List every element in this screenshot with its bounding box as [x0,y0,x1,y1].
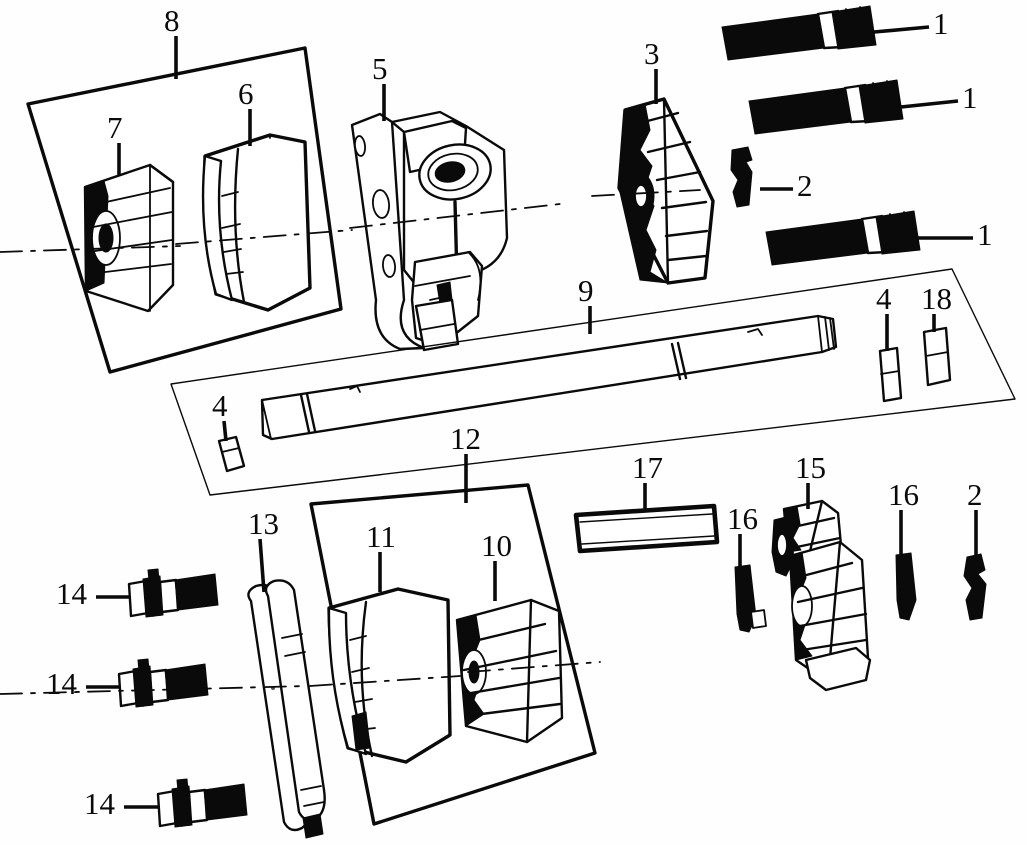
callout-number-woodruff-key-small: 4 [876,281,892,316]
callout-number-drive-shaft: 9 [578,273,594,308]
part-connecting-arm [247,579,326,839]
part-dowel-pin-16b [895,552,917,621]
part-woodruff-key-upper [730,146,753,208]
part-hex-flange-bolt-14b [117,658,209,708]
leader-line-1 [900,99,959,109]
callout-number-woodruff-key-small: 4 [212,388,228,423]
part-rotor-vane-upper [201,133,312,312]
callout-number-woodruff-key: 2 [797,168,813,203]
part-woodruff-key-lower [963,553,987,621]
part-drive-shaft [260,314,838,441]
callout-number-hex-flange-bolt-short: 14 [56,576,87,611]
part-gear-cluster [771,499,872,692]
part-woodruff-key-18 [922,326,952,387]
part-rotor-vane-lower [327,587,452,764]
part-woodruff-key-4b [878,346,903,403]
callout-number-driven-gear-lower: 10 [481,528,512,563]
leader-line-1 [873,25,930,34]
leader-line-4 [222,420,228,442]
callout-number-woodruff-key-large: 18 [921,281,952,316]
callout-number-dowel-pin: 16 [727,501,758,536]
callout-number-seal-strip: 17 [632,450,663,485]
part-driven-gear-upper [617,97,715,285]
part-hex-flange-bolt-14c [156,778,248,828]
callout-number-mounting-plate-upper: 8 [164,3,180,38]
part-hex-flange-bolt-1a [721,5,877,61]
callout-number-drive-gear-upper: 7 [107,110,123,145]
part-seal-strip [573,503,720,554]
callout-number-hex-flange-bolt: 1 [962,80,978,115]
part-dowel-pin-16a [734,564,767,633]
callout-number-dowel-pin: 16 [888,477,919,512]
callout-number-pump-housing: 5 [372,51,388,86]
callout-number-hex-flange-bolt-short: 14 [84,786,115,821]
part-driven-gear-lower [455,598,564,744]
leader-line-13 [258,538,266,593]
callout-number-rotor-vane-lower: 11 [366,519,396,554]
callout-number-hex-flange-bolt-short: 14 [46,666,77,701]
part-hex-flange-bolt-1c [765,210,921,266]
part-woodruff-key-4a [217,435,246,473]
callout-number-driven-gear-upper: 3 [644,36,660,71]
callout-leader-lines [86,25,978,809]
shaft-group-outline [170,268,1016,496]
part-drive-gear-upper [83,163,175,313]
part-pump-housing [350,110,509,352]
part-hex-flange-bolt-1b [748,79,904,135]
callout-number-connecting-arm: 13 [248,506,279,541]
callout-number-rotor-vane-upper: 6 [238,76,254,111]
callout-number-mounting-plate-lower: 12 [450,421,481,456]
callout-number-hex-flange-bolt: 1 [977,217,993,252]
part-hex-flange-bolt-14a [127,568,219,618]
callout-number-gear-cluster: 15 [795,450,826,485]
callout-number-hex-flange-bolt: 1 [933,6,949,41]
axis-centerlines [0,189,701,695]
callout-number-woodruff-key: 2 [967,477,983,512]
